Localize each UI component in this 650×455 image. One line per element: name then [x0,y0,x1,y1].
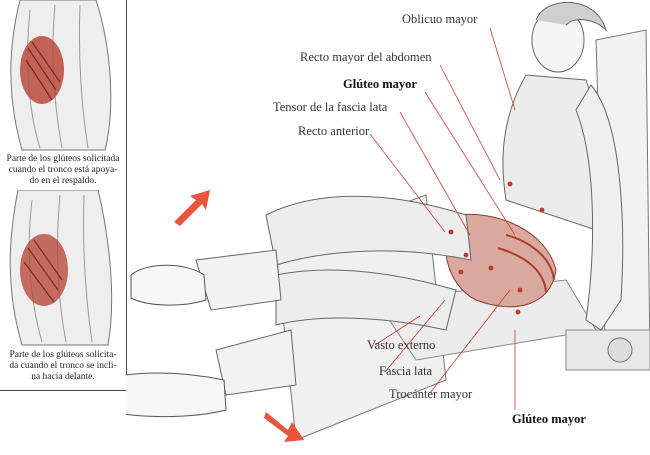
label-gluteo-mayor-top: Glúteo mayor [343,77,417,91]
arm [575,84,624,331]
inset-panel-trunk-inclined: Parte de los glúteos solicita- da cuando… [0,190,127,391]
calf-lower [215,329,297,396]
hair [535,1,608,32]
leg-press-illustration [126,1,650,442]
arrow-down-icon [264,412,304,442]
label-vasto-externo: Vasto externo [367,338,436,352]
calf-upper [195,249,282,311]
label-recto-mayor-abdomen: Recto mayor del abdomen [300,50,432,64]
arrow-up-icon [174,190,210,226]
shoe-upper [130,264,207,306]
label-tensor-fascia-lata: Tensor de la fascia lata [273,100,388,114]
shoe-lower [126,372,227,418]
machine-wheel [607,337,633,363]
label-trocanter-mayor: Trocánter mayor [389,387,473,401]
label-fascia-lata: Fascia lata [379,364,433,378]
label-recto-anterior: Recto anterior [298,124,370,138]
label-gluteo-mayor-bottom: Glúteo mayor [512,412,586,426]
thigh-illustration-bottom [9,190,113,346]
inset-caption-bottom: Parte de los glúteos solicita- da cuando… [9,350,117,382]
inset-caption-top: Parte de los glúteos solicitada cuando e… [6,154,120,186]
label-oblicuo-mayor: Oblicuo mayor [402,12,478,26]
thigh-illustration-top [10,0,112,151]
inset-panel-trunk-supported: Parte de los glúteos solicitada cuando e… [0,0,127,191]
